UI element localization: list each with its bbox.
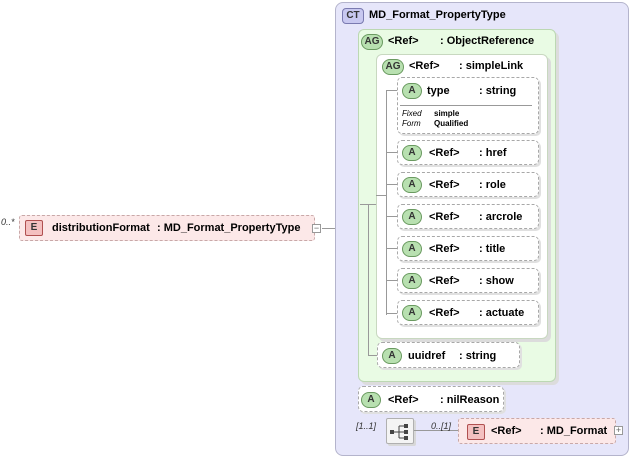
collapse-icon[interactable]: −: [312, 223, 321, 233]
attribute-ref: <Ref>: [429, 307, 460, 319]
connector-line: [386, 90, 387, 315]
attribute-type[interactable]: A type : string Fixed simple Form Qualif…: [397, 77, 539, 134]
attribute-group-ref: <Ref>: [388, 35, 419, 47]
attribute-actuate[interactable]: A <Ref> : actuate: [397, 300, 539, 325]
attribute-ref: <Ref>: [429, 243, 460, 255]
attribute-ref: <Ref>: [429, 275, 460, 287]
attribute-title[interactable]: A <Ref> : title: [397, 236, 539, 261]
attribute-type-value: : href: [479, 147, 507, 159]
attribute-badge: A: [402, 209, 422, 225]
attribute-ref: <Ref>: [429, 179, 460, 191]
divider: [400, 105, 532, 106]
md-format-cardinality: 0..[1]: [431, 421, 452, 431]
attribute-group-badge: AG: [382, 59, 404, 75]
connector-line: [386, 90, 398, 91]
connector-line: [386, 313, 398, 314]
attribute-type-value: : actuate: [479, 307, 525, 319]
attribute-type-value: : title: [479, 243, 506, 255]
attribute-href[interactable]: A <Ref> : href: [397, 140, 539, 165]
root-element-type: : MD_Format_PropertyType: [157, 222, 301, 234]
connector-line: [386, 248, 398, 249]
attribute-show[interactable]: A <Ref> : show: [397, 268, 539, 293]
element-type: : MD_Format: [540, 425, 608, 437]
attribute-badge: A: [402, 145, 422, 161]
connector-line: [368, 355, 378, 356]
element-badge: E: [467, 424, 485, 440]
sequence-cardinality: [1..1]: [356, 421, 377, 431]
attribute-role[interactable]: A <Ref> : role: [397, 172, 539, 197]
attribute-badge: A: [402, 83, 422, 99]
attribute-group-type: : simpleLink: [459, 60, 524, 72]
attribute-group-ref: <Ref>: [409, 60, 440, 72]
form-value: Qualified: [434, 119, 469, 128]
attribute-name: type: [427, 85, 450, 97]
attribute-badge: A: [361, 392, 381, 408]
connector-line: [386, 152, 398, 153]
attribute-badge: A: [402, 273, 422, 289]
attribute-type-value: : show: [479, 275, 514, 287]
attribute-ref: <Ref>: [429, 147, 460, 159]
complex-type-name: MD_Format_PropertyType: [369, 9, 506, 21]
attribute-badge: A: [402, 241, 422, 257]
attribute-type-value: : nilReason: [440, 394, 500, 406]
root-element-name: distributionFormat: [52, 222, 150, 234]
connector-line: [360, 204, 376, 205]
attribute-ref: <Ref>: [388, 394, 419, 406]
expand-icon[interactable]: +: [614, 425, 623, 435]
connector-line: [376, 195, 386, 196]
connector-line: [386, 216, 398, 217]
complex-type-badge: CT: [342, 8, 364, 24]
fixed-value: simple: [434, 109, 460, 118]
attribute-nil-reason[interactable]: A <Ref> : nilReason: [358, 386, 504, 412]
attribute-badge: A: [402, 177, 422, 193]
attribute-group-badge: AG: [361, 34, 383, 50]
connector-line: [386, 280, 398, 281]
connector-line: [414, 430, 458, 431]
form-label: Form: [402, 119, 421, 128]
root-cardinality: 0..*: [1, 217, 15, 227]
attribute-badge: A: [382, 348, 402, 364]
attribute-type-value: : arcrole: [479, 211, 523, 223]
sequence-compositor[interactable]: [386, 418, 414, 444]
element-badge: E: [25, 220, 43, 236]
attribute-type-value: : string: [459, 350, 497, 362]
attribute-arcrole[interactable]: A <Ref> : arcrole: [397, 204, 539, 229]
attribute-type-value: : role: [479, 179, 506, 191]
attribute-group-type: : ObjectReference: [440, 35, 535, 47]
attribute-badge: A: [402, 305, 422, 321]
attribute-name: uuidref: [408, 350, 446, 362]
root-element-distribution-format[interactable]: E distributionFormat : MD_Format_Propert…: [19, 215, 315, 241]
fixed-label: Fixed: [402, 109, 422, 118]
connector-line: [322, 228, 346, 229]
element-md-format[interactable]: E <Ref> : MD_Format: [458, 418, 616, 444]
attribute-type-value: : string: [479, 85, 517, 97]
attribute-ref: <Ref>: [429, 211, 460, 223]
connector-line: [368, 204, 369, 356]
attribute-uuidref[interactable]: A uuidref : string: [377, 342, 520, 368]
element-ref: <Ref>: [491, 425, 522, 437]
connector-line: [386, 184, 398, 185]
sequence-icon: [390, 424, 408, 440]
